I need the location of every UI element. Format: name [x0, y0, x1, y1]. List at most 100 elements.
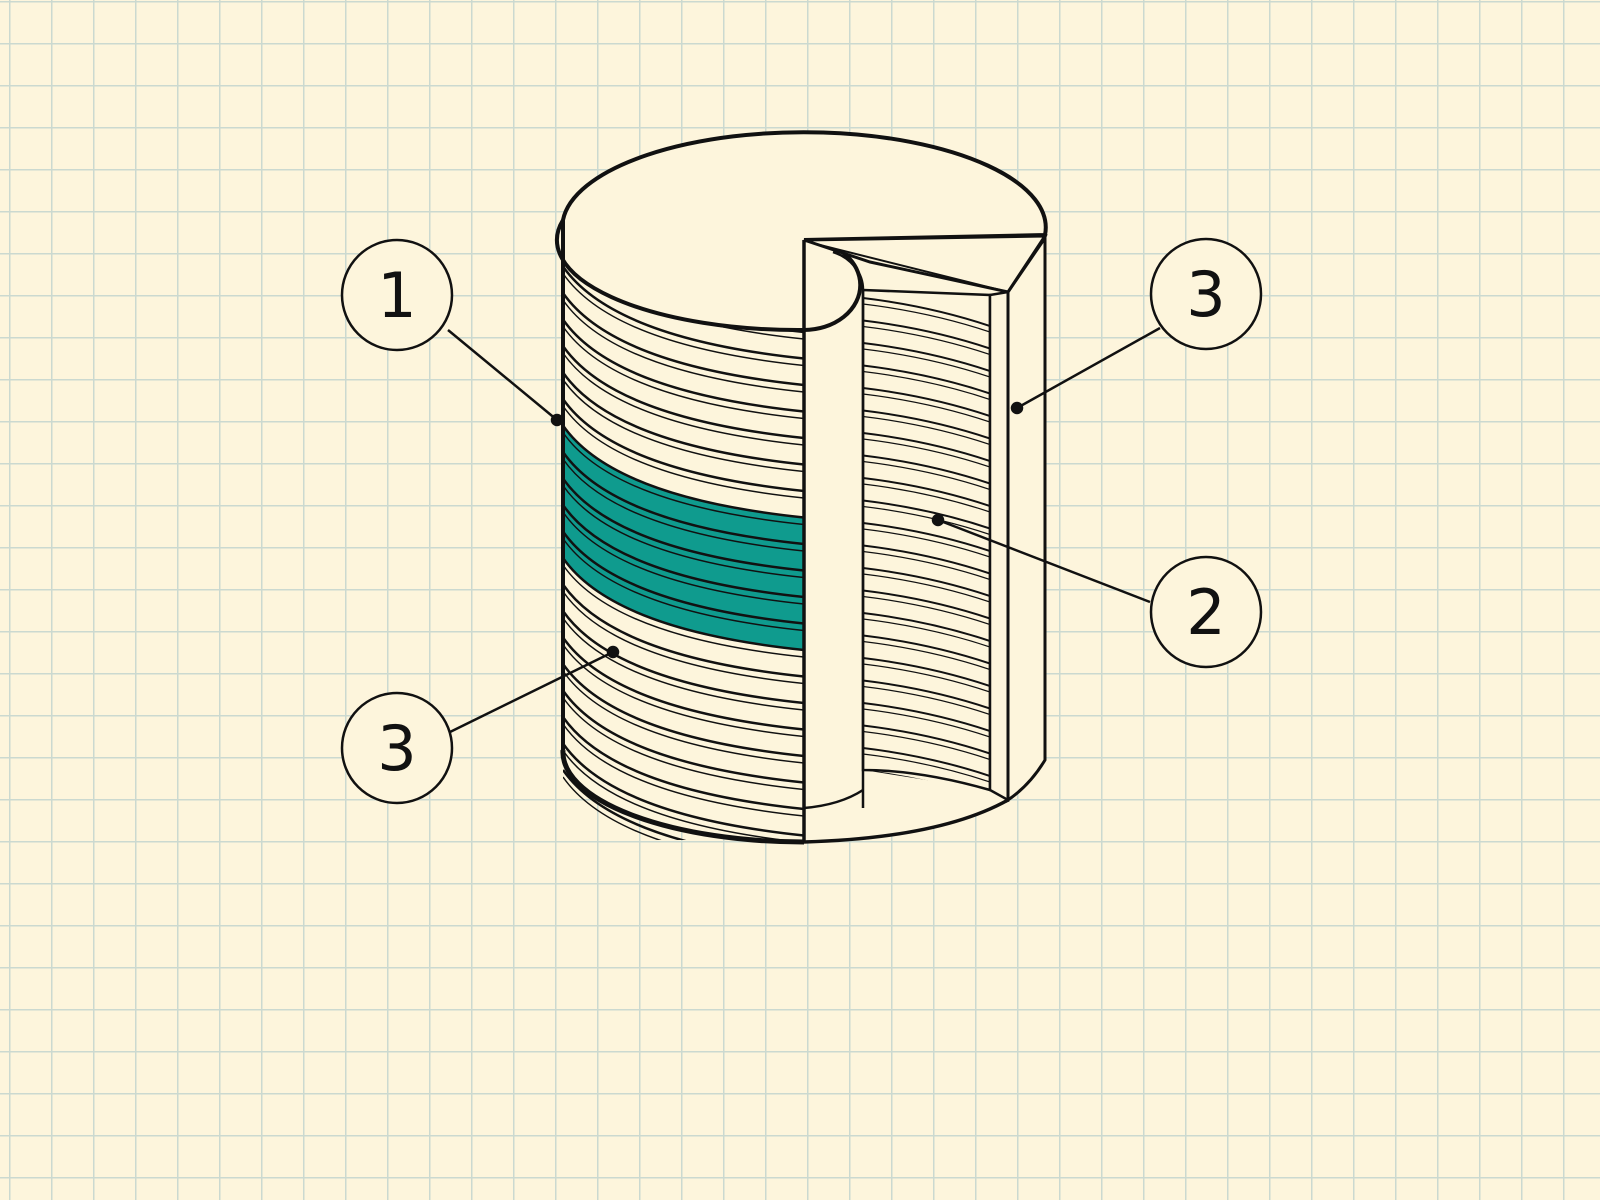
- inner-layer-line: [863, 342, 990, 372]
- layer-line-thin: [563, 379, 804, 473]
- cylinder-top: [554, 130, 1048, 333]
- inner-layered-wall: [861, 288, 992, 792]
- layer-line-thin: [563, 511, 804, 605]
- highlighted-band: [563, 425, 804, 544]
- layer-line-thin: [563, 591, 804, 685]
- layer-line-thin: [563, 405, 804, 499]
- inner-layer-line: [863, 657, 990, 687]
- inner-layer-line-thin: [863, 393, 990, 423]
- inner-layer-line-thin: [863, 483, 990, 513]
- layer-line-thin: [563, 697, 804, 791]
- inner-layer-line-thin: [863, 663, 990, 693]
- layer-line-thin: [563, 432, 804, 526]
- highlighted-band: [563, 478, 804, 597]
- layer-line: [563, 716, 804, 811]
- layer-line: [563, 424, 804, 519]
- inner-layer-line: [863, 319, 990, 350]
- inner-layer-line: [863, 477, 990, 507]
- inner-layer-line-thin: [863, 505, 990, 536]
- layer-line: [563, 742, 804, 837]
- layer-line: [563, 769, 804, 840]
- inner-layer-line: [863, 702, 990, 732]
- layer-line: [563, 318, 804, 413]
- highlighted-band: [563, 505, 804, 624]
- inner-layer-line-thin: [863, 528, 990, 558]
- layer-line-thin: [563, 723, 804, 817]
- outer-layered-wall: [563, 239, 804, 840]
- inner-layer-line-thin: [863, 573, 990, 603]
- inner-layer-line: [863, 724, 990, 755]
- inner-layer-line-thin: [863, 460, 990, 491]
- inner-layer-line: [863, 747, 990, 777]
- inner-layer-line-thin: [863, 550, 990, 581]
- inner-layer-line: [863, 454, 990, 485]
- highlighted-band: [563, 531, 804, 650]
- layer-line: [563, 265, 804, 360]
- inner-layer-line: [863, 387, 990, 417]
- inner-layer-line-thin: [863, 685, 990, 716]
- inner-layer-line-thin: [863, 618, 990, 648]
- layer-line: [563, 557, 804, 652]
- callout-2: 2: [1149, 555, 1263, 669]
- layer-line-thin: [563, 273, 804, 367]
- layer-line: [563, 610, 804, 705]
- inner-layer-line: [863, 567, 990, 597]
- inner-layer-line: [863, 432, 990, 462]
- layer-line-thin: [563, 538, 804, 632]
- callout-1: 1: [340, 238, 454, 352]
- inner-layer-line: [863, 409, 990, 440]
- inner-layer-line-thin: [863, 438, 990, 468]
- inner-layer-line: [863, 297, 990, 327]
- layer-line-thin: [563, 564, 804, 658]
- layer-line-thin: [563, 352, 804, 446]
- layer-line: [563, 371, 804, 466]
- inner-layer-line-thin: [863, 595, 990, 626]
- inner-layer-line-thin: [863, 730, 990, 761]
- inner-layer-line-thin: [863, 325, 990, 356]
- inner-layer-line-thin: [863, 708, 990, 738]
- callout-3-left: 3: [340, 691, 454, 805]
- layer-line: [563, 636, 804, 731]
- layer-line: [563, 451, 804, 546]
- layer-line: [563, 398, 804, 493]
- layer-line-thin: [563, 458, 804, 552]
- layer-line: [563, 504, 804, 599]
- callout-3-right: 3: [1149, 237, 1263, 351]
- inner-layer-line: [863, 499, 990, 530]
- callout-leaders: [447, 326, 1161, 734]
- layer-line: [563, 663, 804, 758]
- inner-layer-line: [863, 589, 990, 620]
- layer-line: [563, 530, 804, 625]
- inner-layer-line-thin: [863, 303, 990, 333]
- layer-line-thin: [563, 326, 804, 420]
- layer-line-thin: [563, 617, 804, 711]
- inner-layer-line-thin: [863, 370, 990, 401]
- inner-layer-line: [863, 634, 990, 665]
- layer-line: [563, 292, 804, 387]
- callout-3-right-label: 3: [1186, 258, 1225, 331]
- layer-line: [563, 583, 804, 678]
- inner-layer-line: [863, 612, 990, 642]
- layer-line: [563, 689, 804, 784]
- inner-layer-line: [863, 522, 990, 552]
- layer-line: [563, 477, 804, 572]
- inner-layer-line-thin: [863, 640, 990, 671]
- layer-line-thin: [563, 485, 804, 579]
- inner-layer-line: [863, 364, 990, 395]
- inner-layer-line-thin: [863, 753, 990, 783]
- callout-1-label: 1: [377, 259, 416, 332]
- layer-line-thin: [563, 670, 804, 764]
- layer-line-thin: [563, 776, 804, 840]
- inner-layer-line-thin: [863, 415, 990, 446]
- callout-3-left-label: 3: [377, 712, 416, 785]
- layer-line-thin: [563, 644, 804, 738]
- callout-2-label: 2: [1186, 576, 1225, 649]
- highlighted-band: [563, 452, 804, 571]
- layer-line-thin: [563, 750, 804, 840]
- inner-layer-line: [863, 679, 990, 710]
- layer-line-thin: [563, 299, 804, 393]
- inner-layer-line: [863, 544, 990, 575]
- layer-line: [563, 345, 804, 440]
